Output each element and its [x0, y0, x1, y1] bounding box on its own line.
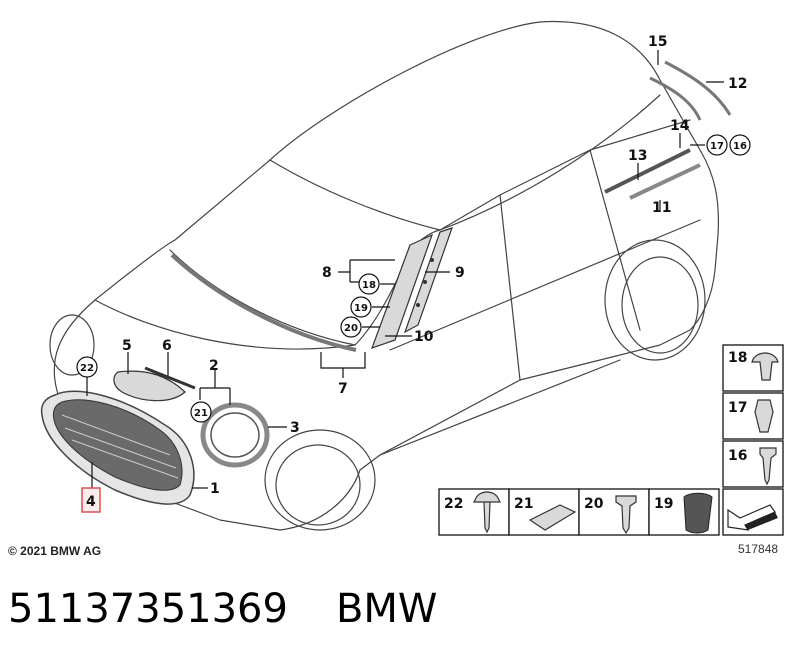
callout-labels: 1 2 3 4 5 6 7 8 9 10 11 12 13 14 15 17 1… [76, 34, 751, 513]
leader-8 [338, 259, 395, 283]
clip-nut-icon [754, 399, 774, 433]
leader-lines [86, 50, 724, 489]
callout-17: 17 [710, 141, 724, 152]
leader-2 [199, 370, 231, 405]
roof-strip-part [664, 60, 732, 116]
legend-cell-17 [722, 392, 784, 440]
grille-slat [64, 427, 177, 469]
diagram-number: 517848 [738, 542, 778, 556]
door-line-2 [589, 149, 641, 331]
washer-screw-icon [473, 491, 501, 534]
legend-label-19: 19 [654, 496, 673, 512]
car-body-outline [53, 20, 719, 531]
hood-line [94, 299, 356, 350]
copyright-text: © 2021 BMW AG [8, 544, 101, 558]
callout-21: 21 [194, 408, 208, 419]
screw-icon [759, 447, 777, 486]
legend-label-17: 17 [728, 400, 747, 416]
clip-dot [416, 303, 420, 307]
rear-strip-part [649, 76, 702, 121]
callout-5: 5 [122, 338, 132, 354]
callout-2: 2 [209, 358, 219, 374]
callout-15: 15 [648, 34, 667, 50]
callout-20-circle [340, 316, 362, 338]
grommet-icon [683, 492, 713, 534]
callout-20: 20 [344, 323, 358, 334]
callout-18: 18 [362, 280, 376, 291]
grille-slat [61, 414, 171, 456]
expansion-rivet-icon [751, 352, 779, 381]
callout-1: 1 [210, 481, 220, 497]
rear-wheel-arch [604, 239, 706, 361]
lower-sill-line [379, 359, 621, 456]
parts [40, 60, 732, 505]
front-wheel [275, 444, 361, 526]
callout-7: 7 [338, 381, 348, 397]
leader-7 [320, 352, 366, 378]
front-wheel-arch [264, 429, 376, 531]
car-outline [49, 20, 719, 531]
callout-16: 16 [733, 141, 747, 152]
callout-3: 3 [290, 420, 300, 436]
legend-cell-20 [578, 488, 650, 536]
car-parts-diagram: 1 2 3 4 5 6 7 8 9 10 11 12 13 14 15 17 1… [8, 20, 784, 558]
clip-dot [423, 280, 427, 284]
callout-4-highlight-box [81, 487, 101, 513]
callout-17-circle [706, 134, 728, 156]
callout-4: 4 [86, 494, 96, 510]
callout-16-circle [729, 134, 751, 156]
callout-19: 19 [354, 303, 368, 314]
door-line-1 [499, 194, 521, 381]
legend-label-22: 22 [444, 496, 463, 512]
callout-14: 14 [670, 118, 690, 134]
callout-21-circle [190, 401, 212, 423]
callout-11: 11 [652, 200, 671, 216]
legend-cell-22 [438, 488, 510, 536]
windshield-seal-part [170, 253, 357, 352]
scoop-grille-part [144, 366, 196, 390]
legend-cell-16 [722, 440, 784, 488]
callout-18-circle [358, 273, 380, 295]
callout-22: 22 [80, 363, 94, 374]
a-pillar-trim-part [370, 233, 434, 349]
bracket-clip-icon [528, 504, 577, 531]
left-headlamp-outline [49, 314, 95, 376]
callout-8: 8 [322, 265, 332, 281]
callout-6: 6 [162, 338, 172, 354]
rear-wheel [621, 256, 699, 354]
grille-slat [71, 439, 179, 479]
belt-line [389, 219, 701, 351]
callout-10: 10 [414, 329, 434, 345]
legend-column: 18 17 16 [722, 344, 784, 536]
callout-9: 9 [455, 265, 465, 281]
legend-cell-18 [722, 344, 784, 392]
callout-13: 13 [628, 148, 647, 164]
lamp-ring-inner-part [210, 412, 260, 458]
direction-arrow-icon [727, 504, 776, 531]
legend-label-18: 18 [728, 350, 747, 366]
window-strip-upper-part [604, 148, 691, 194]
brand-name: BMW [335, 586, 438, 632]
callout-19-circle [350, 296, 372, 318]
grille-insert-part [52, 399, 183, 491]
window-strip-lower-part [629, 163, 701, 200]
legend-label-21: 21 [514, 496, 533, 512]
legend-row: 22 21 20 19 [438, 488, 720, 536]
part-number: 51137351369 [8, 586, 288, 632]
clip-dot [430, 258, 434, 262]
direction-arrow-shadow [745, 512, 778, 530]
callout-22-circle [76, 356, 98, 378]
lamp-ring-outer-part [200, 402, 270, 468]
flange-screw-icon [615, 495, 637, 535]
roof-line [269, 94, 661, 231]
footer-caption: 51137351369 BMW [8, 586, 788, 646]
hood-scoop-part [113, 370, 186, 402]
callout-12: 12 [728, 76, 747, 92]
legend-label-20: 20 [584, 496, 604, 512]
legend-label-16: 16 [728, 448, 747, 464]
